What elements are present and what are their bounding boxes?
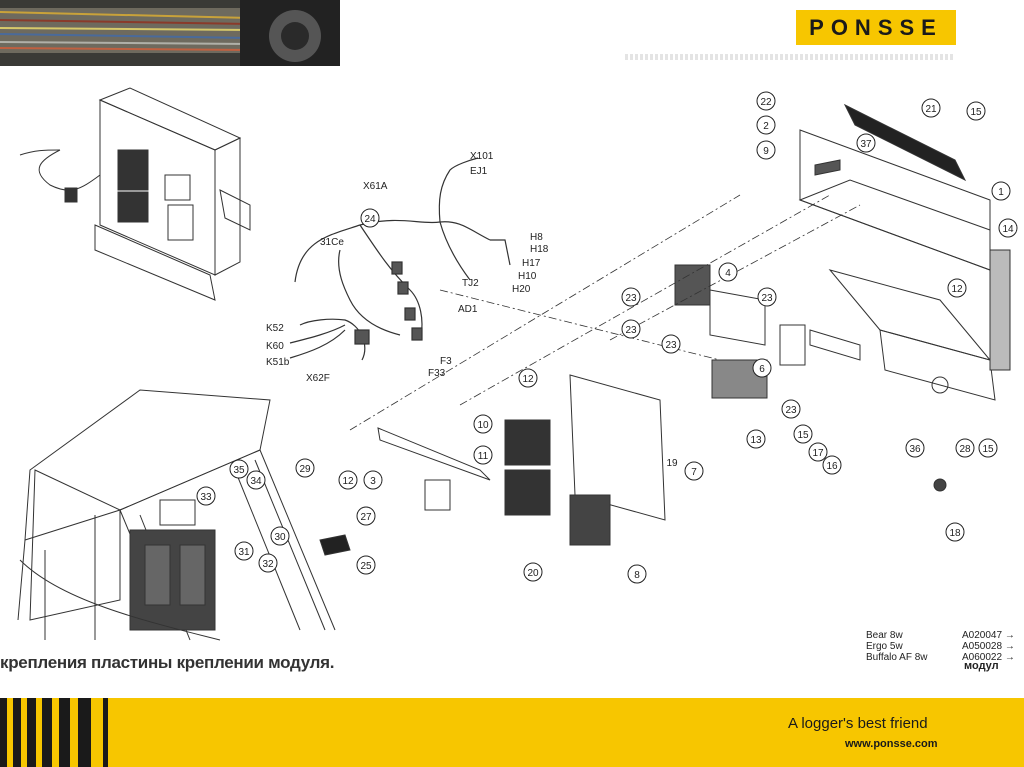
svg-text:32: 32: [262, 559, 274, 570]
svg-text:23: 23: [665, 340, 677, 351]
svg-text:37: 37: [860, 139, 872, 150]
ponsse-logo: PONSSE: [796, 10, 956, 45]
model-name: Buffalo AF 8w: [866, 652, 928, 663]
svg-text:3: 3: [370, 476, 376, 487]
svg-text:23: 23: [625, 325, 637, 336]
svg-text:2: 2: [763, 121, 769, 132]
svg-text:7: 7: [691, 467, 697, 478]
svg-text:H18: H18: [530, 244, 549, 255]
svg-text:22: 22: [760, 97, 772, 108]
svg-text:17: 17: [812, 448, 824, 459]
svg-text:H10: H10: [518, 271, 537, 282]
svg-text:AD1: AD1: [458, 304, 478, 315]
svg-text:25: 25: [360, 561, 372, 572]
svg-text:16: 16: [826, 461, 838, 472]
svg-text:14: 14: [1002, 224, 1014, 235]
control-box-drawing: [19, 87, 251, 301]
svg-text:24: 24: [364, 214, 376, 225]
svg-text:36: 36: [909, 444, 921, 455]
svg-text:F33: F33: [428, 368, 446, 379]
svg-text:4: 4: [725, 268, 731, 279]
svg-text:K51b: K51b: [266, 357, 290, 368]
svg-text:12: 12: [342, 476, 354, 487]
caption-text: крепления пластины креплении модуля.: [0, 653, 335, 672]
module-plate-drawing: [798, 103, 1011, 492]
svg-text:X62F: X62F: [306, 373, 330, 384]
center-parts-drawing: [319, 264, 806, 556]
svg-text:8: 8: [634, 570, 640, 581]
faded-header-text: [625, 54, 955, 60]
svg-text:27: 27: [360, 512, 372, 523]
footer-bar: A logger's best friend www.ponsse.com: [0, 698, 1024, 767]
harness-labels: X101 EJ1 X61A 31Ce H8 H18 H17 H10 H20 TJ…: [266, 151, 549, 384]
svg-text:15: 15: [797, 430, 809, 441]
svg-text:28: 28: [959, 444, 971, 455]
svg-text:H20: H20: [512, 284, 531, 295]
svg-text:EJ1: EJ1: [470, 166, 488, 177]
svg-text:20: 20: [527, 568, 539, 579]
svg-text:15: 15: [982, 444, 994, 455]
svg-text:18: 18: [949, 528, 961, 539]
callout-bubbles: [196, 91, 1018, 584]
svg-text:6: 6: [759, 364, 765, 375]
model-name: Ergo 5w: [866, 641, 903, 652]
svg-text:35: 35: [233, 465, 245, 476]
wire-harness-drawing: [289, 157, 511, 361]
cab-frame-drawing: [17, 389, 336, 641]
svg-text:X61A: X61A: [363, 181, 388, 192]
svg-text:33: 33: [200, 492, 212, 503]
svg-text:15: 15: [970, 107, 982, 118]
footer-url[interactable]: www.ponsse.com: [845, 738, 938, 750]
svg-text:23: 23: [761, 293, 773, 304]
svg-text:23: 23: [625, 293, 637, 304]
model-row: Bear 8w A020047 →: [866, 630, 1022, 641]
svg-text:1: 1: [998, 187, 1004, 198]
svg-text:K52: K52: [266, 323, 284, 334]
harness-photo: [0, 0, 340, 66]
svg-text:21: 21: [925, 104, 937, 115]
svg-text:31: 31: [238, 547, 250, 558]
model-code: A050028 →: [962, 641, 1015, 652]
svg-text:10: 10: [477, 420, 489, 431]
model-row: Ergo 5w A050028 →: [866, 641, 1022, 652]
footer-stripes: [0, 698, 120, 767]
harness-photo-image: [0, 0, 340, 66]
svg-text:31Ce: 31Ce: [320, 237, 344, 248]
model-table: Bear 8w A020047 → Ergo 5w A050028 → Buff…: [866, 630, 1022, 663]
svg-text:H8: H8: [530, 232, 543, 243]
svg-text:H17: H17: [522, 258, 541, 269]
svg-text:13: 13: [750, 435, 762, 446]
svg-text:TJ2: TJ2: [462, 278, 479, 289]
svg-text:12: 12: [522, 374, 534, 385]
svg-text:11: 11: [478, 451, 489, 462]
svg-text:9: 9: [763, 146, 769, 157]
model-name: Bear 8w: [866, 630, 903, 641]
model-code: A020047 →: [962, 630, 1015, 641]
svg-text:30: 30: [274, 532, 286, 543]
svg-text:19: 19: [666, 458, 678, 469]
svg-text:34: 34: [250, 476, 262, 487]
svg-text:K60: K60: [266, 341, 284, 352]
model-code: A060022 →: [962, 652, 1015, 663]
footer-slogan: A logger's best friend: [788, 715, 928, 732]
caption-right-text: модул: [964, 660, 999, 672]
svg-text:12: 12: [951, 284, 963, 295]
svg-text:X101: X101: [470, 151, 494, 162]
svg-text:F3: F3: [440, 356, 452, 367]
svg-text:23: 23: [785, 405, 797, 416]
model-row: Buffalo AF 8w A060022 →: [866, 652, 1022, 663]
svg-text:29: 29: [299, 464, 311, 475]
